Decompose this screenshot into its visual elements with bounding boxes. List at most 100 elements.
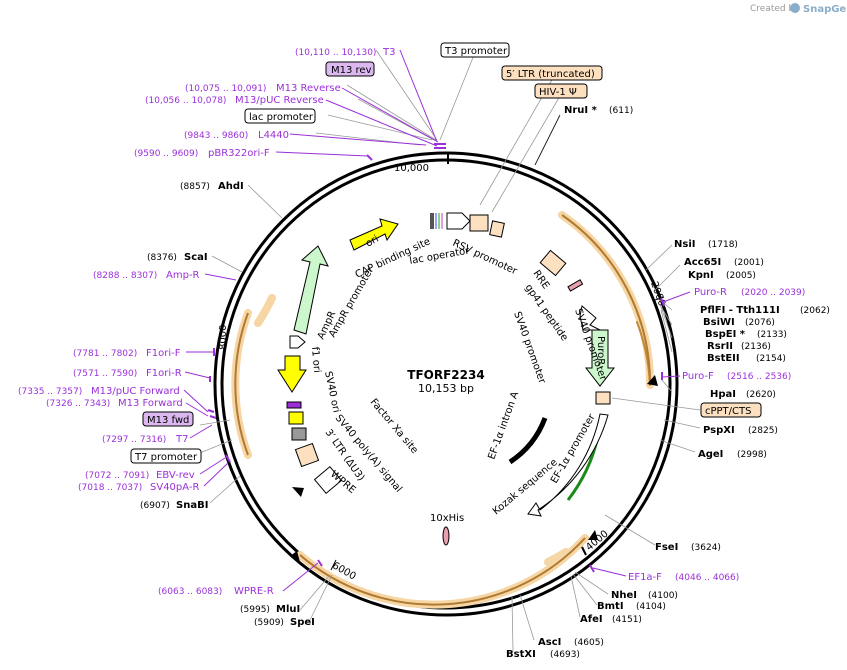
f1-ori-label: f1 ori: [309, 346, 322, 373]
primer-lines: [183, 49, 691, 592]
snapgene-logo-icon: [790, 3, 800, 13]
f1ori-f-label: F1ori-F: [146, 348, 181, 359]
puro-f-label: Puro-F: [682, 371, 714, 382]
scai-pos: (8376): [147, 253, 177, 263]
snabi-label: SnaBI: [176, 500, 208, 511]
cppt-label: cPPT/CTS: [705, 406, 751, 417]
rsrii-label: RsrII: [707, 341, 733, 352]
bsteii-label: BstEII: [707, 353, 740, 364]
m13-puc-forward-label: M13/pUC Forward: [91, 386, 180, 397]
amp-r-range: (8288 .. 8307): [93, 271, 157, 281]
m13-puc-reverse-range: (10,056 .. 10,078): [145, 96, 226, 106]
snabi-pos: (6907): [140, 501, 170, 511]
t3-range: (10,110 .. 10,130): [295, 48, 376, 58]
puror-label: PuroR: [595, 336, 606, 365]
nsii-label: NsiI: [674, 239, 695, 250]
pspxi-pos: (2825): [748, 426, 778, 436]
ampr-promoter-label: AmpR promoter: [327, 264, 377, 339]
nhei-pos: (4100): [648, 591, 678, 601]
fsei-pos: (3624): [691, 543, 721, 553]
sv40pa-r-range: (7018 .. 7037): [78, 483, 142, 493]
nrui-label: NruI *: [564, 105, 598, 116]
t7-promoter-label: T7 promoter: [134, 452, 198, 463]
puro-f-range: (2516 .. 2536): [727, 372, 791, 382]
acc65i-label: Acc65I: [684, 257, 721, 268]
bstxi-pos: (4693): [550, 650, 580, 660]
snapgene-brand: SnapGene: [803, 4, 847, 15]
fsei-label: FseI: [655, 542, 678, 553]
t7-range: (7297 .. 7316): [102, 435, 166, 445]
nhei-label: NheI: [611, 590, 637, 601]
ef1a-intron-label: EF-1α intron A: [486, 390, 521, 461]
left-labels: (8857) AhdI (8376) ScaI (8288 .. 8307) A…: [18, 181, 244, 511]
created-by-text: Created by: [750, 4, 800, 14]
pflfi-label: PflFI - Tth111I: [700, 305, 780, 316]
m13-reverse-label: M13 Reverse: [276, 83, 341, 94]
primer-marks: [207, 143, 665, 573]
factor-xa-label: Factor Xa site: [368, 397, 420, 456]
ahdi-pos: (8857): [180, 182, 210, 192]
t7-label: T7: [175, 434, 188, 445]
hpai-pos: (2620): [746, 390, 776, 400]
kozak-label: Kozak sequence: [491, 457, 560, 517]
m13-forward-range: (7326 .. 7343): [46, 399, 110, 409]
bottom-left-labels: (6063 .. 6083) WPRE-R (5995) MluI (5909)…: [158, 586, 315, 628]
bsiwi-label: BsiWI: [703, 317, 735, 328]
spei-pos: (5909): [254, 618, 284, 628]
sv40-promoter-label-b: SV40 promoter: [511, 310, 547, 386]
agei-label: AgeI: [698, 449, 723, 460]
kpni-pos: (2005): [726, 271, 756, 281]
pspxi-label: PspXI: [703, 425, 735, 436]
scai-label: ScaI: [184, 252, 208, 263]
wpre-r-label: WPRE-R: [234, 586, 274, 597]
mlui-pos: (5995): [240, 605, 270, 615]
afei-pos: (4151): [612, 615, 642, 625]
ef1a-f-range: (4046 .. 4066): [675, 573, 739, 583]
m13-forward-label: M13 Forward: [118, 398, 183, 409]
hpai-label: HpaI: [710, 389, 736, 400]
ef1a-f-label: EF1a-F: [628, 572, 662, 583]
tick-8000: 8000: [218, 325, 229, 350]
bstxi-label: BstXI: [506, 649, 536, 660]
pflfi-pos: (2062): [800, 306, 830, 316]
bspei-label: BspEI *: [705, 329, 746, 340]
t3-promoter-label: T3 promoter: [444, 46, 508, 57]
nsii-pos: (1718): [708, 240, 738, 250]
t3-label: T3: [382, 47, 395, 58]
lac-promoter-label: lac promoter: [249, 112, 314, 123]
plasmid-size: 10,153 bp: [418, 382, 474, 395]
f1ori-r-label: F1ori-R: [146, 368, 182, 379]
enzyme-lines: [534, 114, 561, 166]
ebv-rev-range: (7072 .. 7091): [85, 471, 149, 481]
hiv-psi-label: HIV-1 Ψ: [539, 87, 577, 98]
ltr-truncated-label: 5′ LTR (truncated): [506, 69, 595, 80]
inner-features: [277, 212, 616, 546]
wpre-r-range: (6063 .. 6083): [158, 587, 222, 597]
l4440-label: L4440: [258, 130, 289, 141]
bsiwi-pos: (2076): [745, 318, 775, 328]
sv40pa-r-label: SV40pA-R: [150, 482, 199, 493]
sv40-ori-label: SV40 ori: [322, 370, 342, 413]
rsrii-pos: (2136): [741, 342, 771, 352]
pbr322ori-label: pBR322ori-F: [208, 148, 270, 159]
spei-label: SpeI: [290, 617, 315, 628]
bspei-pos: (2133): [757, 330, 787, 340]
bottom-right-labels: FseI (3624) EF1a-F (4046 .. 4066) NheI (…: [506, 542, 739, 660]
nrui-pos: (611): [609, 106, 633, 116]
bsteii-pos: (2154): [756, 354, 786, 364]
ebv-rev-label: EBV-rev: [156, 470, 195, 481]
afei-label: AfeI: [580, 614, 603, 625]
puro-r-label: Puro-R: [694, 287, 727, 298]
m13-reverse-range: (10,075 .. 10,091): [185, 84, 266, 94]
acc65i-pos: (2001): [734, 258, 764, 268]
puro-r-range: (2020 .. 2039): [741, 288, 805, 298]
m13-rev-label: M13 rev: [331, 65, 372, 76]
m13-puc-forward-range: (7335 .. 7357): [18, 387, 82, 397]
asci-label: AscI: [538, 637, 561, 648]
f1ori-r-range: (7571 .. 7590): [73, 369, 137, 379]
his-label: 10xHis: [430, 513, 464, 524]
right-labels: NsiI (1718) Acc65I (2001) KpnI (2005) Pu…: [674, 239, 830, 460]
m13-puc-reverse-label: M13/pUC Reverse: [235, 95, 324, 106]
plasmid-name: TFORF2234: [407, 368, 484, 382]
agei-pos: (2998): [737, 450, 767, 460]
